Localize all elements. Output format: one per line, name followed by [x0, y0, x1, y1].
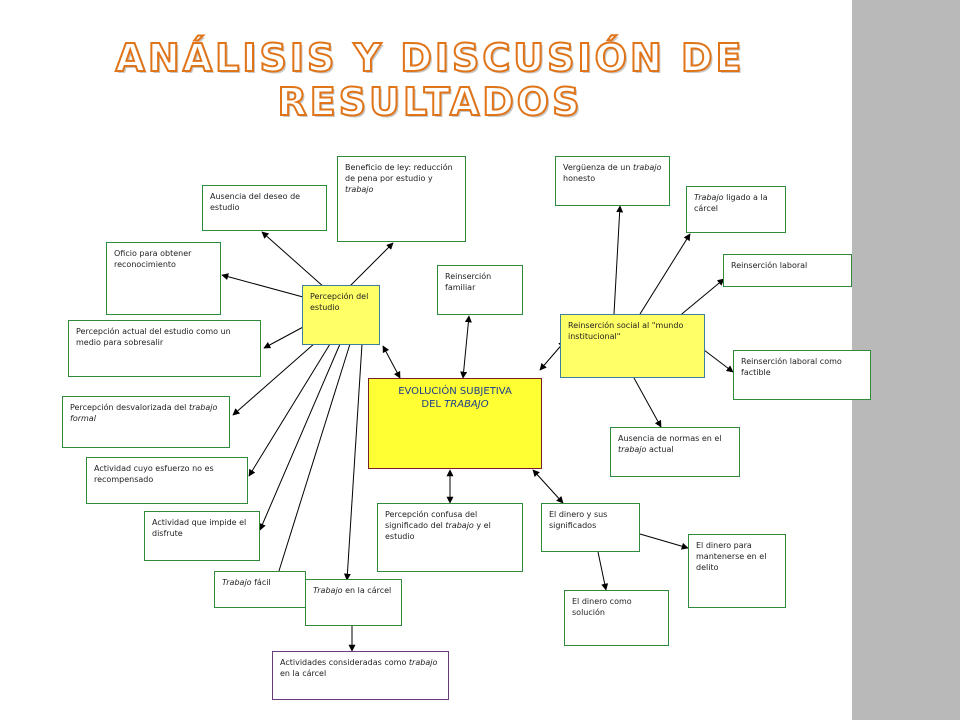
node-verguenza: Vergüenza de un trabajo honesto — [555, 156, 670, 206]
node-desvalorizada: Percepción desvalorizada del trabajo for… — [62, 396, 230, 448]
edge-estudio-facil — [271, 343, 351, 591]
node-trabajo-facil: Trabajo fácil — [214, 571, 306, 608]
node-dinero-significados: El dinero y sus significados — [541, 503, 640, 552]
edge-estudio-percepcion-actual — [263, 325, 306, 349]
node-percepcion-confusa: Percepción confusa del significado del t… — [377, 503, 523, 572]
page-title: ANÁLISIS Y DISCUSIÓN DE RESULTADOS — [70, 35, 790, 125]
node-disfrute: Actividad que impide el disfrute — [144, 511, 260, 561]
node-reinsercion-familiar: Reinserción familiar — [437, 265, 523, 315]
center-line-1: EVOLUCIÓN SUBJETIVA — [398, 386, 512, 397]
node-trabajo-en-carcel: Trabajo en la cárcel — [305, 579, 402, 626]
node-esfuerzo: Actividad cuyo esfuerzo no es recompensa… — [86, 457, 248, 504]
hub-reinsercion-social: Reinserción social al "mundo institucion… — [560, 314, 705, 378]
edge-dinero-solucion — [597, 551, 609, 591]
edge-estudio-desvalorizada — [232, 342, 316, 416]
node-ausencia-deseo: Ausencia del deseo de estudio — [202, 185, 327, 231]
connector-arrows — [221, 205, 734, 652]
title-line-2: RESULTADOS — [277, 79, 583, 125]
edge-estudio-disfrute — [259, 343, 341, 531]
node-percepcion-actual: Percepción actual del estudio como un me… — [68, 320, 261, 377]
node-dinero-solucion: El dinero como solución — [564, 590, 669, 646]
node-dinero-delito: El dinero para mantenerse en el delito — [688, 534, 786, 608]
center-node: EVOLUCIÓN SUBJETIVA DEL TRABAJO — [368, 378, 542, 469]
node-reinsercion-laboral: Reinserción laboral — [723, 254, 852, 287]
title-line-1: ANÁLISIS Y DISCUSIÓN DE — [115, 35, 745, 81]
node-reinsercion-laboral-factible: Reinserción laboral como factible — [733, 350, 871, 400]
edge-social-ausencia-normas — [633, 377, 662, 428]
edge-estudio-oficio — [221, 273, 304, 298]
node-trabajo-ligado: Trabajo ligado a la cárcel — [686, 186, 786, 233]
node-beneficio: Beneficio de ley: reducción de pena por … — [337, 156, 466, 242]
edge-estudio-en-carcel — [343, 343, 363, 581]
node-actividades-carcel: Actividades consideradas como trabajo en… — [272, 651, 449, 700]
node-oficio: Oficio para obtener reconocimiento — [106, 242, 221, 315]
edge-social-ligado — [639, 233, 691, 315]
center-line-2: DEL TRABAJO — [421, 399, 489, 410]
edge-social-laboral-factible — [703, 349, 734, 373]
edge-social-verguenza — [613, 205, 624, 315]
edge-center-familiar — [460, 315, 472, 379]
edge-center-estudio — [382, 345, 401, 379]
edge-estudio-ausencia-deseo — [261, 231, 326, 289]
edge-estudio-esfuerzo — [248, 343, 331, 477]
edge-social-laboral — [676, 278, 725, 319]
hub-percepcion-estudio: Percepción del estudio — [302, 285, 380, 345]
edge-estudio-beneficio — [349, 242, 394, 287]
edge-dinero-delito — [639, 533, 689, 550]
node-ausencia-normas: Ausencia de normas en el trabajo actual — [610, 427, 740, 477]
edge-center-dinero — [532, 469, 564, 504]
